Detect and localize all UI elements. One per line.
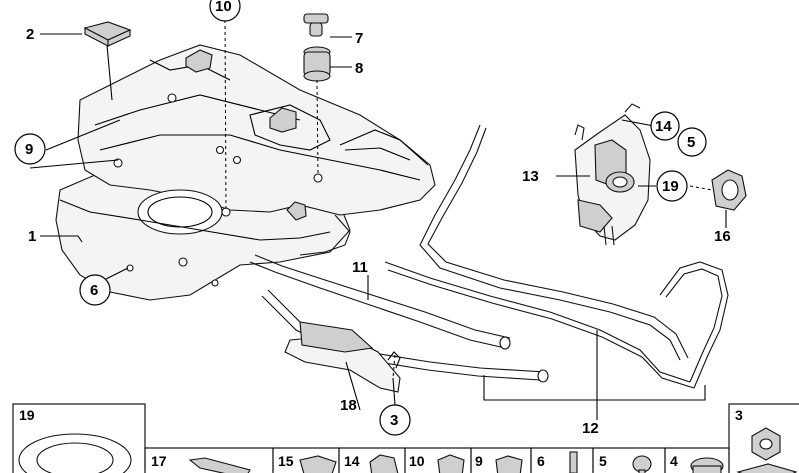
callout-6[interactable]: 6 [79, 274, 111, 306]
svg-text:1: 1 [28, 228, 36, 245]
svg-text:13: 13 [522, 168, 539, 185]
leader-lines [29, 19, 727, 420]
callout-16[interactable]: 16 [714, 228, 731, 245]
callout-14[interactable]: 14 [650, 111, 680, 141]
svg-text:5: 5 [687, 134, 695, 151]
callout-5[interactable]: 5 [677, 127, 707, 157]
svg-text:2: 2 [26, 26, 34, 43]
callout-19[interactable]: 19 [656, 170, 688, 202]
pad-part-2[interactable] [83, 21, 132, 47]
svg-text:19: 19 [662, 178, 679, 195]
rubber-mount-part-8[interactable] [303, 46, 331, 82]
svg-text:3: 3 [390, 412, 398, 429]
callout-10[interactable]: 10 [209, 0, 241, 22]
svg-text:9: 9 [475, 453, 483, 469]
thumbnail-19[interactable]: 19 [12, 403, 146, 473]
valve-assembly-13[interactable] [574, 103, 651, 246]
callout-7[interactable]: 7 [355, 30, 363, 47]
svg-text:17: 17 [151, 453, 167, 469]
svg-text:10: 10 [409, 453, 425, 469]
callout-2[interactable]: 2 [26, 26, 34, 43]
callout-1[interactable]: 1 [28, 228, 36, 245]
thumbnail-15[interactable]: 15 [272, 447, 340, 473]
thumbnail-14[interactable]: 14 [338, 447, 406, 473]
svg-text:15: 15 [278, 453, 294, 469]
callout-3[interactable]: 3 [379, 404, 411, 436]
thumbnail-6[interactable]: 6 [530, 447, 594, 473]
svg-text:11: 11 [352, 259, 368, 276]
svg-text:19: 19 [19, 407, 35, 423]
svg-text:5: 5 [599, 453, 607, 469]
svg-text:14: 14 [655, 118, 672, 135]
callout-18[interactable]: 18 [340, 397, 357, 414]
callout-8[interactable]: 8 [355, 60, 363, 77]
svg-text:6: 6 [90, 282, 98, 299]
thumbnail-9[interactable]: 9 [470, 447, 532, 473]
thumbnail-5[interactable]: 5 [592, 447, 666, 473]
svg-text:7: 7 [355, 30, 363, 47]
svg-text:10: 10 [215, 0, 232, 15]
svg-text:16: 16 [714, 228, 731, 245]
grommet-part-7[interactable] [303, 13, 329, 37]
callout-12[interactable]: 12 [582, 420, 599, 437]
bushing-part-16[interactable] [711, 169, 747, 211]
tank-bracket [299, 214, 351, 256]
callout-13[interactable]: 13 [522, 168, 539, 185]
fuel-tank[interactable] [55, 44, 436, 301]
thumbnail-3[interactable]: 3 [728, 403, 799, 473]
svg-text:18: 18 [340, 397, 357, 414]
thumbnail-17[interactable]: 17 [144, 447, 274, 473]
fuel-line-11[interactable] [249, 254, 549, 383]
thumbnail-4[interactable]: 4 [664, 447, 730, 473]
thumbnail-10[interactable]: 10 [404, 447, 472, 473]
svg-text:3: 3 [735, 407, 743, 423]
svg-text:9: 9 [25, 141, 33, 158]
heat-shield-part-18[interactable] [284, 321, 401, 393]
svg-text:14: 14 [344, 453, 360, 469]
callout-9[interactable]: 9 [14, 133, 46, 165]
fuel-line-12[interactable] [384, 124, 729, 389]
svg-text:4: 4 [670, 453, 678, 469]
svg-text:6: 6 [537, 453, 545, 469]
svg-text:8: 8 [355, 60, 363, 77]
callout-11[interactable]: 11 [352, 259, 368, 276]
svg-text:12: 12 [582, 420, 599, 437]
